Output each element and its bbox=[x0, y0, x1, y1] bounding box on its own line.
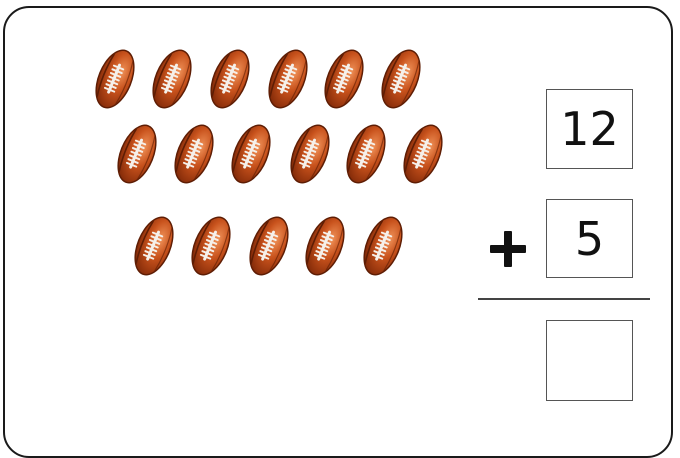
sum-line-divider bbox=[478, 298, 650, 300]
answer-box[interactable] bbox=[546, 320, 633, 401]
football-icon bbox=[131, 213, 177, 279]
football-icon bbox=[207, 46, 253, 112]
football-icon bbox=[400, 121, 446, 187]
addend-bottom-value: 5 bbox=[574, 211, 605, 266]
football-icon bbox=[343, 121, 389, 187]
football-icon bbox=[287, 121, 333, 187]
football-icon bbox=[228, 121, 274, 187]
football-icon bbox=[149, 46, 195, 112]
football-icon bbox=[92, 46, 138, 112]
football-icon bbox=[114, 121, 160, 187]
football-icon bbox=[360, 213, 406, 279]
football-icon bbox=[265, 46, 311, 112]
football-icon bbox=[171, 121, 217, 187]
football-icon bbox=[321, 46, 367, 112]
plus-icon bbox=[488, 229, 528, 269]
addend-top-value: 12 bbox=[560, 102, 619, 156]
football-icon bbox=[188, 213, 234, 279]
football-icon bbox=[378, 46, 424, 112]
football-icon bbox=[246, 213, 292, 279]
addend-bottom-box: 5 bbox=[546, 199, 633, 278]
football-icon bbox=[302, 213, 348, 279]
addend-top-box: 12 bbox=[546, 89, 633, 169]
